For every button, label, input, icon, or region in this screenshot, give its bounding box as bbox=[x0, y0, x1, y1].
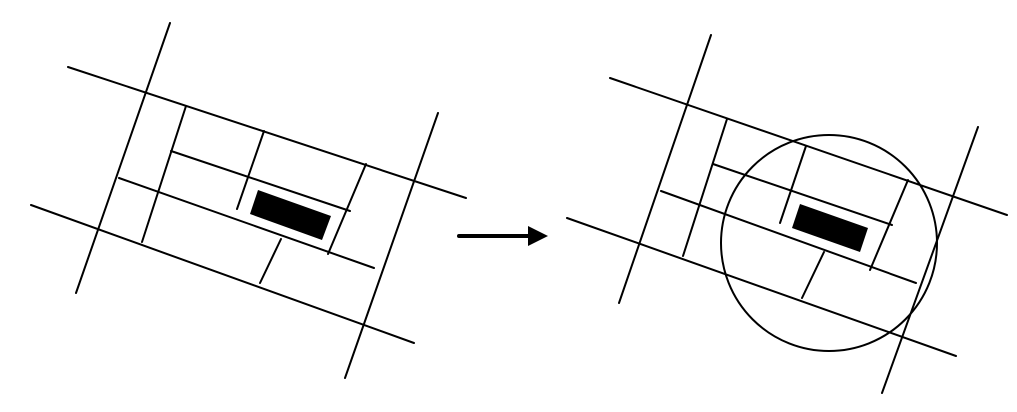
before-block bbox=[250, 190, 331, 240]
after-block bbox=[792, 204, 868, 252]
after-line bbox=[801, 251, 825, 299]
highlight-circle bbox=[720, 134, 938, 352]
before-line bbox=[344, 112, 439, 379]
before-line bbox=[75, 22, 171, 294]
before-inner-lines bbox=[118, 105, 375, 284]
before-line bbox=[118, 177, 375, 269]
after-line bbox=[779, 145, 807, 224]
before-line bbox=[236, 130, 265, 210]
before-line bbox=[67, 66, 467, 199]
after-line bbox=[682, 118, 728, 257]
before-frame-lines bbox=[30, 22, 467, 379]
before-line bbox=[30, 204, 415, 344]
after-line bbox=[881, 126, 979, 394]
before-line bbox=[141, 105, 187, 243]
before-panel bbox=[30, 22, 467, 379]
after-line bbox=[712, 163, 893, 226]
before-line bbox=[259, 238, 282, 284]
after-frame-lines bbox=[566, 34, 1008, 394]
after-line bbox=[660, 190, 917, 284]
arrow-right-icon bbox=[457, 226, 548, 246]
after-line bbox=[618, 34, 712, 304]
after-line bbox=[566, 217, 957, 357]
after-line bbox=[609, 77, 1008, 216]
before-line bbox=[170, 150, 351, 212]
arrow-head bbox=[528, 226, 548, 246]
after-inner-lines bbox=[660, 118, 917, 299]
after-panel bbox=[566, 34, 1008, 394]
